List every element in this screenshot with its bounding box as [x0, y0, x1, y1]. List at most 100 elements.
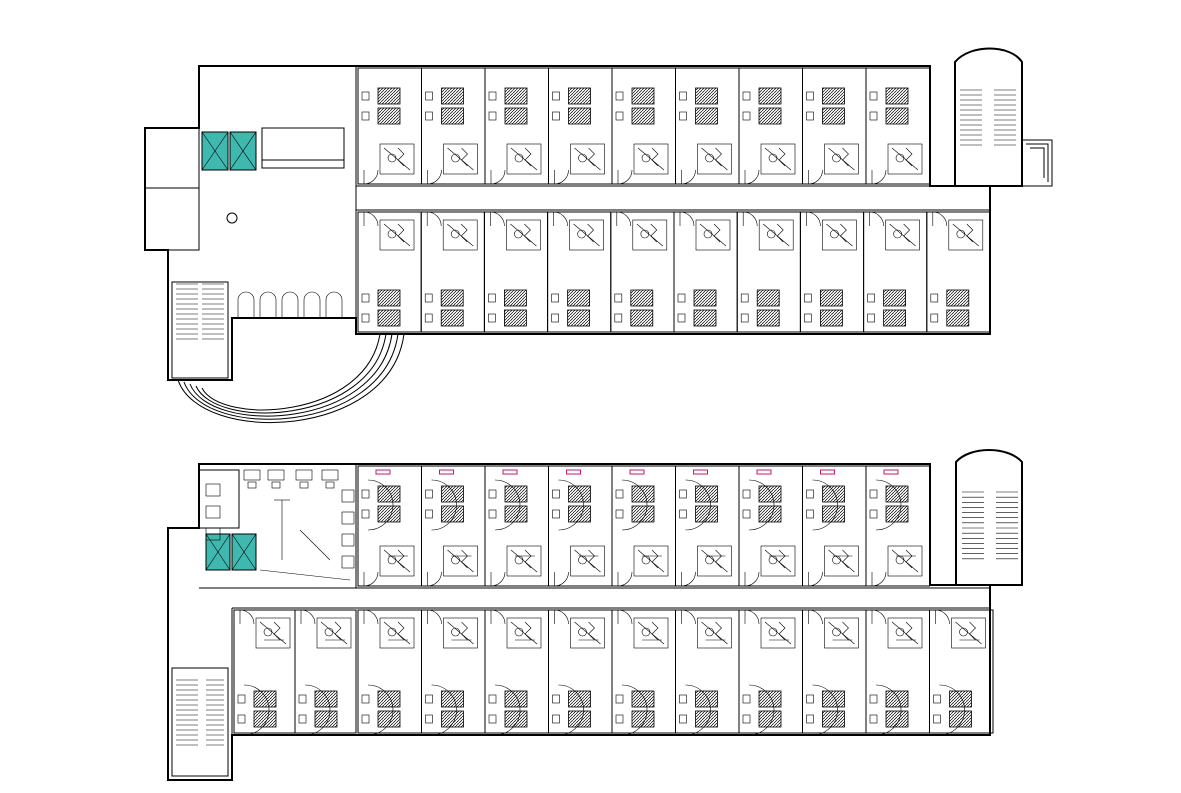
bed	[885, 505, 909, 523]
bed	[568, 690, 591, 708]
bed	[693, 309, 717, 327]
door	[363, 169, 379, 185]
upper-left-stair	[171, 281, 229, 379]
door	[617, 169, 633, 185]
bed	[568, 87, 591, 105]
lower-right-stair	[955, 449, 1023, 586]
bathroom	[887, 545, 923, 577]
bathroom	[570, 545, 605, 577]
bed	[377, 107, 401, 125]
bathroom	[887, 617, 923, 649]
bed	[820, 289, 843, 307]
upper-right-stair	[954, 47, 1023, 187]
door	[490, 571, 506, 587]
bed	[695, 505, 718, 523]
desk	[243, 469, 261, 481]
door	[743, 211, 758, 227]
lower-bottom-room-11	[233, 609, 296, 736]
bed	[883, 309, 906, 327]
bed	[377, 289, 401, 307]
bed	[822, 87, 845, 105]
bed	[885, 485, 909, 503]
bed	[695, 107, 718, 125]
bed	[630, 309, 654, 327]
lower-top-room-2	[421, 465, 486, 587]
bathroom	[379, 617, 415, 649]
lower-top-room-4	[548, 465, 613, 587]
door	[617, 609, 633, 625]
upper-bottom-room-7	[736, 211, 801, 333]
lower-bottom-room-9	[865, 609, 930, 736]
bed	[631, 87, 655, 105]
lower-bottom-room-2	[421, 609, 486, 736]
lower-top-room-7	[738, 465, 803, 587]
bed	[885, 690, 909, 708]
upper-bottom-room-8	[799, 211, 865, 333]
lower-top-room-5	[611, 465, 676, 587]
upper-bottom-room-3	[483, 211, 549, 333]
door	[932, 211, 948, 227]
desk	[321, 469, 339, 481]
bed	[758, 690, 782, 708]
bed	[883, 289, 906, 307]
bathroom	[885, 219, 920, 251]
bed	[441, 690, 464, 708]
door	[490, 211, 505, 227]
bed	[631, 690, 655, 708]
chair	[341, 533, 355, 547]
bed	[440, 289, 464, 307]
bathroom	[760, 617, 796, 649]
upper-bottom-room-1	[357, 211, 422, 333]
bathroom	[824, 545, 859, 577]
upper-top-room-7	[738, 67, 803, 185]
bed	[253, 710, 277, 728]
lower-top-room-8	[802, 465, 867, 587]
bathroom	[760, 143, 796, 175]
bed	[822, 107, 845, 125]
bathroom	[443, 617, 478, 649]
bed	[377, 309, 401, 327]
bed	[377, 505, 401, 523]
bed	[504, 87, 528, 105]
upper-top-room-1	[357, 67, 422, 185]
chair	[205, 505, 221, 519]
upper-top-room-9	[865, 67, 930, 185]
door	[427, 211, 442, 227]
lower-bottom-room-7	[738, 609, 803, 736]
door	[681, 169, 696, 185]
bed	[822, 505, 845, 523]
bed	[695, 710, 718, 728]
chair	[341, 511, 355, 525]
bed	[946, 309, 970, 327]
lower-floor-plan	[167, 449, 1023, 781]
bed	[758, 107, 782, 125]
bed	[822, 485, 845, 503]
bed	[441, 485, 464, 503]
bed	[758, 87, 782, 105]
bathroom	[379, 219, 415, 251]
door	[363, 211, 379, 227]
bed	[695, 690, 718, 708]
upper-top-room-6	[675, 67, 740, 185]
bed	[949, 710, 972, 728]
door	[808, 571, 823, 587]
door	[363, 609, 379, 625]
upper-top-room-3	[484, 67, 549, 185]
bed	[631, 107, 655, 125]
bed	[441, 710, 464, 728]
bathroom	[697, 545, 732, 577]
bathroom	[697, 617, 732, 649]
bed	[440, 309, 464, 327]
door	[554, 571, 569, 587]
lower-bottom-room-1	[357, 609, 422, 736]
bed	[630, 289, 654, 307]
upper-top-room-5	[611, 67, 676, 185]
bathroom	[379, 143, 415, 175]
chair	[205, 527, 221, 541]
bathroom	[758, 219, 794, 251]
lower-bottom-room-10	[929, 609, 994, 736]
upper-bottom-room-6	[673, 211, 738, 333]
bathroom	[442, 219, 478, 251]
upper-bottom-room-9	[863, 211, 928, 333]
